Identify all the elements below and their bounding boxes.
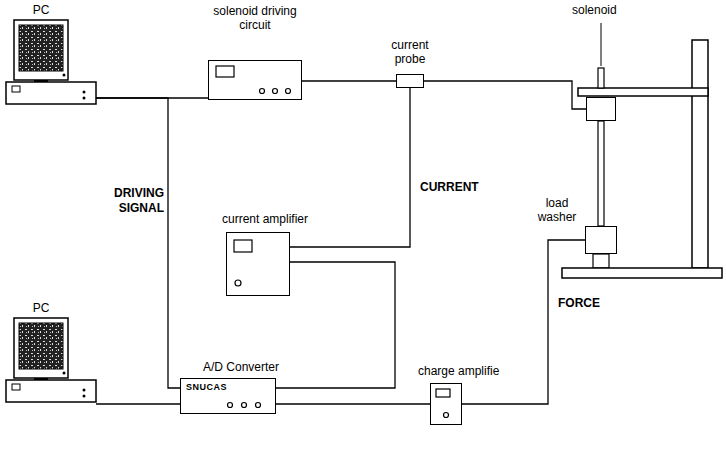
part-label: PC [14,3,68,17]
amplifier-unit-node: charge amplifie [418,364,499,425]
load-washer [585,226,617,254]
solenoid-body-node: solenoid [572,3,617,121]
signal-wire [96,403,180,404]
part-label: charge amplifie [418,364,499,378]
signal-name: FORCE [556,296,602,311]
part-label: current amplifier [222,212,308,226]
signal-wire [96,98,180,388]
knob [228,403,233,408]
computer-drawing [6,318,96,402]
computer-node: PC [6,3,96,104]
display-window [234,240,252,252]
knob [235,280,241,286]
signal-wire [276,403,430,404]
amplifier-unit-node: current amplifier [222,212,308,296]
computer [6,318,96,414]
converter-unit-node: SNUCAS A/D Converter [180,360,279,414]
knob [273,89,278,94]
display-window [436,389,450,397]
plunger-top [598,68,604,88]
washer-post [593,254,609,268]
part-label: PC [14,301,68,315]
load-washer-node: load washer [530,196,617,254]
panel-text: SNUCAS [186,382,227,392]
part-label: load washer [530,196,584,224]
knob [444,413,449,418]
converter-unit: SNUCAS [180,378,276,414]
signal-wire [462,240,585,404]
driver-unit [208,60,302,100]
computer-node: PC [6,301,96,414]
amplifier-unit [430,383,462,425]
current-probe-node: current probe [382,38,438,88]
leader-line [601,23,602,66]
stand-arm [578,88,708,96]
part-label: solenoid driving circuit [213,4,297,32]
computer [6,20,96,104]
display-window [216,66,234,77]
part-label: current probe [382,38,438,66]
driver-unit-node: solenoid driving circuit [208,4,302,100]
base-plate [562,268,722,278]
knob [256,403,261,408]
signal-wire [424,81,586,109]
amplifier-unit [226,232,290,296]
solenoid-body [586,97,616,121]
knob [260,89,265,94]
signal-wire [276,262,395,388]
part-label: A/D Converter [203,360,279,374]
plunger-rod [598,121,604,226]
signal-name: DRIVING SIGNAL [98,186,166,216]
part-label: solenoid [572,3,617,17]
current-probe [396,74,424,88]
signal-wire [302,80,396,81]
knob [242,403,247,408]
stand-column [692,40,708,268]
signal-name: CURRENT [418,180,481,195]
knob [286,89,291,94]
computer-drawing [6,20,96,104]
